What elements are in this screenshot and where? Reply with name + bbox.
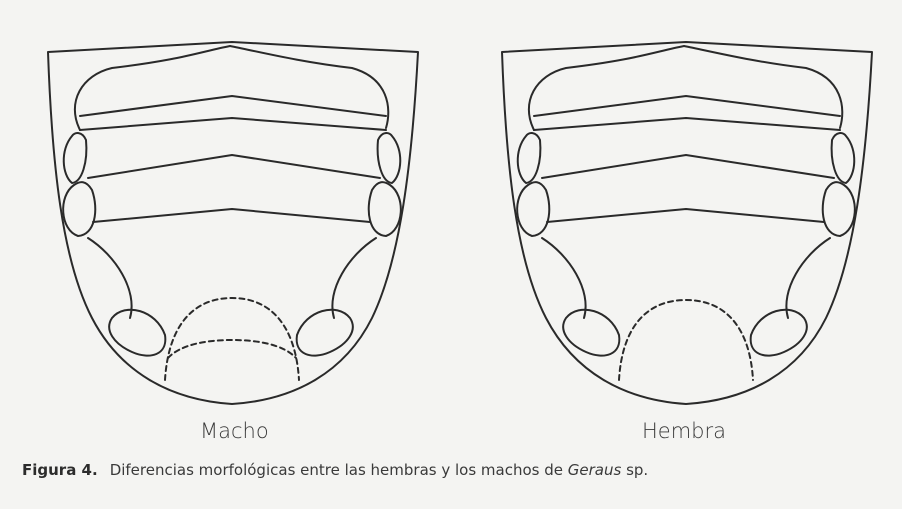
female-left-plate-2 [517, 182, 549, 236]
female-abdomen [502, 42, 872, 404]
male-abdomen [48, 42, 418, 404]
male-genital-outer-arc [165, 298, 299, 380]
male-left-plate-1 [64, 133, 87, 183]
male-right-plate-3 [332, 238, 376, 318]
male-segment-1-bottom [80, 118, 386, 130]
female-label: Hembra [642, 419, 726, 443]
male-right-plate-1 [378, 133, 401, 183]
male-label: Macho [200, 419, 269, 443]
male-left-plate-2 [63, 182, 95, 236]
female-left-plate-4 [563, 310, 619, 356]
female-segment-1-top [534, 96, 840, 116]
female-right-plate-3 [786, 238, 830, 318]
caption-text-after: sp. [621, 461, 648, 479]
female-segment-3 [547, 209, 824, 222]
female-right-plate-1 [832, 133, 855, 183]
male-segment-1-top [80, 96, 386, 116]
male-left-plate-3 [88, 238, 132, 318]
caption-genus: Geraus [568, 461, 622, 479]
male-genital-inner-arc [168, 340, 296, 358]
female-right-plate-2 [823, 182, 855, 236]
male-right-plate-4 [297, 310, 353, 356]
female-left-plate-1 [518, 133, 541, 183]
female-right-plate-4 [751, 310, 807, 356]
caption-tag: Figura 4. [22, 461, 98, 479]
female-left-plate-3 [542, 238, 586, 318]
female-segment-2 [542, 155, 834, 178]
male-segment-2 [88, 155, 380, 178]
male-right-plate-2 [369, 182, 401, 236]
figure-caption: Figura 4. Diferencias morfológicas entre … [22, 461, 648, 479]
female-genital-arc [619, 300, 753, 380]
male-segment-3 [93, 209, 370, 222]
male-left-plate-4 [109, 310, 165, 356]
caption-text-before: Diferencias morfológicas entre las hembr… [110, 461, 568, 479]
female-segment-1-bottom [534, 118, 840, 130]
